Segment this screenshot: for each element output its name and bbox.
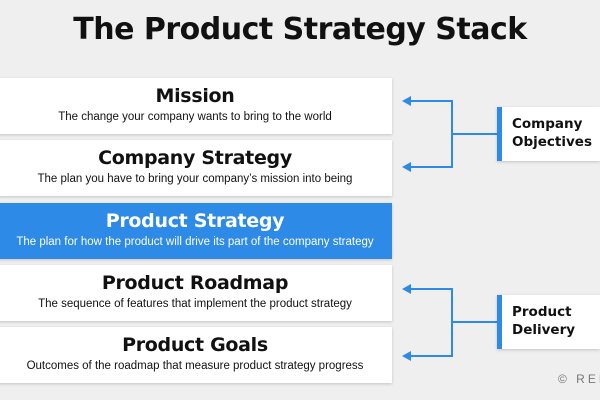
arrowhead-mission [402, 96, 411, 106]
stack-item-subtitle: The plan for how the product will drive … [16, 236, 374, 248]
stack-item-subtitle: The change your company wants to bring t… [58, 111, 332, 123]
group-label-line: Company [512, 116, 583, 132]
stack-item-subtitle: Outcomes of the roadmap that measure pro… [26, 360, 364, 372]
stack-item-subtitle: The sequence of features that implement … [38, 298, 352, 310]
arrowhead-company-strategy [402, 162, 411, 172]
stack-item-heading: Company Strategy [98, 147, 292, 169]
stack-item-product-strategy: Product Strategy The plan for how the pr… [0, 203, 392, 259]
stack-item-subtitle: The plan you have to bring your company’… [37, 173, 353, 185]
product-delivery-connector [404, 288, 497, 357]
diagram-title: The Product Strategy Stack [73, 12, 527, 47]
stack-item-heading: Product Goals [122, 334, 268, 356]
stack-item-product-goals: Product Goals Outcomes of the roadmap th… [0, 327, 392, 383]
arrowhead-product-goals [402, 351, 411, 361]
arrowhead-product-roadmap [402, 284, 411, 294]
group-label-line: Product [512, 304, 572, 320]
company-objectives-connector [404, 100, 497, 168]
stack-item-mission: Mission The change your company wants to… [0, 78, 392, 134]
group-company-objectives: Company Objectives [497, 107, 600, 161]
stack-item-heading: Mission [155, 85, 235, 107]
group-product-delivery: Product Delivery [497, 295, 600, 349]
stack-item-heading: Product Strategy [105, 210, 285, 232]
group-label-line: Objectives [512, 134, 592, 150]
stack-item-heading: Product Roadmap [101, 272, 289, 294]
group-label-line: Delivery [512, 322, 576, 338]
copyright-watermark: © REF [558, 372, 600, 386]
stack-item-product-roadmap: Product Roadmap The sequence of features… [0, 265, 392, 321]
stack-item-company-strategy: Company Strategy The plan you have to br… [0, 140, 392, 196]
